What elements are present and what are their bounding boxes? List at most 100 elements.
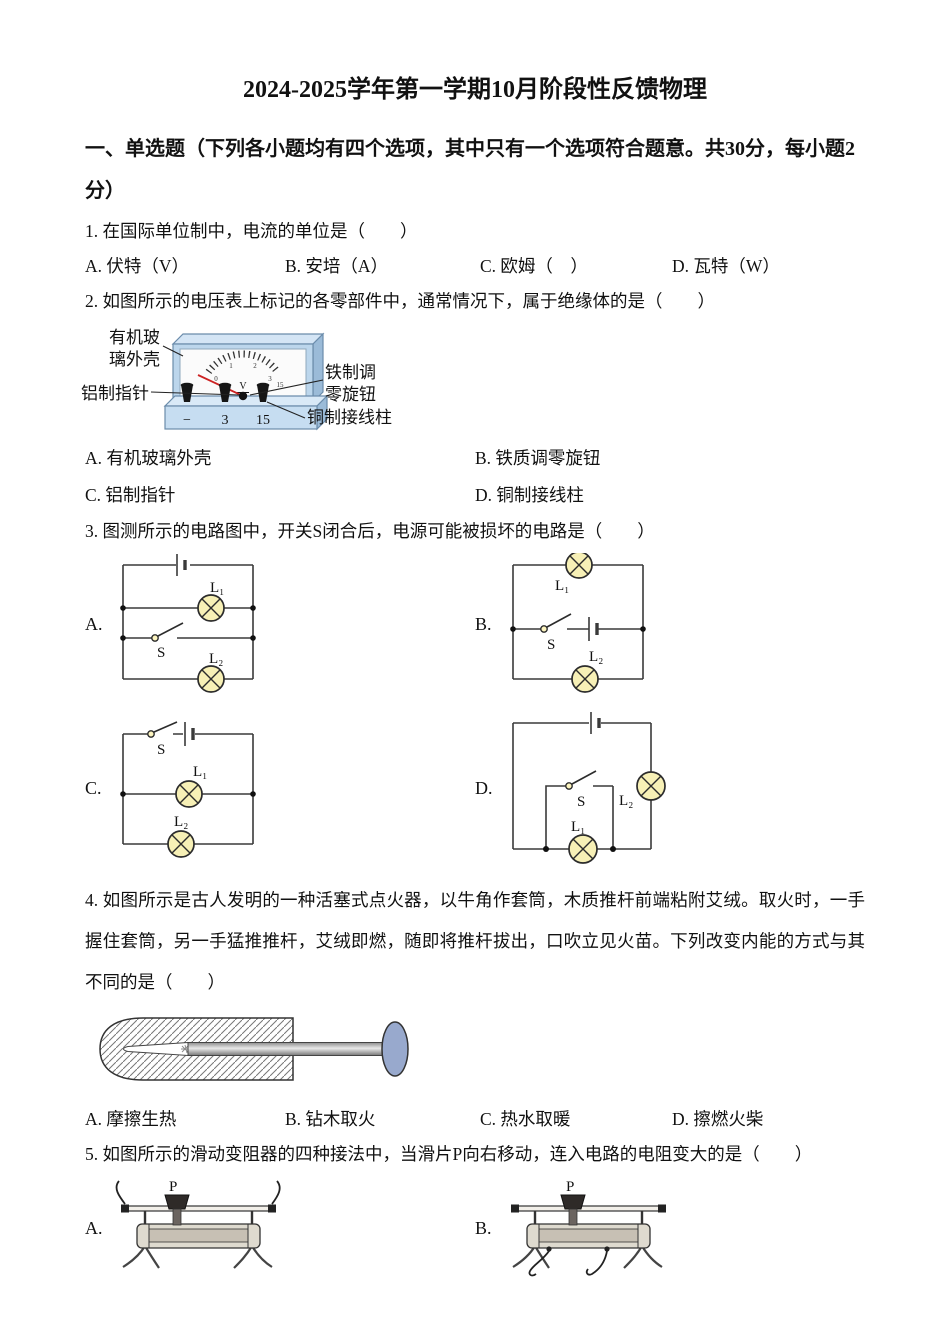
- rheostat-b-drawing: P: [511, 1179, 666, 1277]
- circuit-row-1: A.: [85, 553, 865, 695]
- coil-winding: [538, 1228, 639, 1243]
- page-title: 2024-2025学年第一学期10月阶段性反馈物理: [243, 77, 707, 103]
- option-item: C. 热水取暖: [480, 1109, 571, 1129]
- lamp-label: L₁: [210, 580, 224, 596]
- coil-winding: [148, 1228, 249, 1243]
- circuit-figure-b: B.: [475, 553, 865, 695]
- lamp-icon: [565, 553, 593, 579]
- lamp-label: L₂: [174, 814, 188, 830]
- circuit-b-drawing: L₁ S L₂: [510, 553, 646, 693]
- option-item: D. 铜制接线柱: [475, 485, 584, 505]
- option-item: C. 铝制指针: [85, 485, 176, 505]
- rail-terminal: [121, 1204, 129, 1213]
- dial-number: 1: [229, 362, 233, 370]
- rheostat-figure-a: A. P: [85, 1178, 475, 1278]
- terminal-label: −: [183, 413, 191, 428]
- rail-terminal: [658, 1204, 666, 1213]
- junction-dot: [543, 846, 616, 852]
- voltmeter-figure: 0 1 2 3 15 V: [79, 322, 419, 436]
- question-3-text: 3. 图测所示的电路图中，开关S闭合后，电源可能被损坏的电路是（ ）: [85, 521, 655, 541]
- knob-label: 铁制调 零旋钮: [325, 363, 376, 404]
- wire: [512, 722, 652, 850]
- slider-label: P: [566, 1179, 574, 1195]
- lamp-label: L₂: [589, 649, 603, 665]
- terminal-callout-label: 铜制接线柱: [307, 408, 392, 427]
- option-item: B. 铁质调零旋钮: [475, 448, 601, 468]
- junction-dot: [120, 605, 256, 641]
- dial-number: 2: [253, 362, 257, 370]
- switch-label: S: [547, 637, 555, 653]
- rheostat-figure-b: B. P: [475, 1178, 865, 1278]
- piston-knob: [381, 1021, 409, 1077]
- switch-icon: [540, 613, 572, 633]
- option-item: D. 擦燃火柴: [672, 1109, 764, 1129]
- switch-label: S: [577, 794, 585, 810]
- voltmeter-drawing: 0 1 2 3 15 V: [150, 332, 329, 431]
- tinder-spark-icon: [181, 1044, 189, 1054]
- connecting-wire: [528, 1250, 608, 1277]
- lamp-icon: [636, 771, 666, 801]
- lamp-icon: [197, 594, 225, 622]
- slider-stem: [568, 1208, 578, 1226]
- lamp-icon: [197, 665, 225, 693]
- circuit-a-drawing: L₁ S L₂: [120, 554, 256, 693]
- question-2-options: A. 有机玻璃外壳 B. 铁质调零旋钮 C. 铝制指针 D. 铜制接线柱: [85, 440, 865, 514]
- figure-label: A.: [85, 613, 103, 634]
- piston-cavity: [123, 1041, 189, 1057]
- wire: [122, 732, 254, 845]
- terminal-posts: [180, 382, 270, 402]
- figure-label: D.: [475, 778, 493, 798]
- question-1-options: A. 伏特（V） B. 安培（A） C. 欧姆（ ） D. 瓦特（W）: [85, 249, 865, 284]
- callout-lines: [150, 345, 324, 419]
- question-5-text: 5. 如图所示的滑动变阻器的四种接法中，当滑片P向右移动，连入电路的电阻变大的是…: [85, 1144, 813, 1164]
- meter-base: [163, 394, 329, 431]
- figure-label: B.: [475, 613, 492, 634]
- junction-dot: [120, 790, 256, 797]
- lamp-label: L₁: [193, 764, 207, 780]
- dial-number: 0: [214, 375, 218, 383]
- rheostat-legs: [122, 1245, 273, 1269]
- support-posts: [143, 1211, 254, 1224]
- battery-icon: [184, 721, 195, 746]
- terminal-label: 3: [222, 413, 229, 428]
- wire: [122, 564, 254, 680]
- dial-unit-label: V: [239, 381, 247, 392]
- figure-label: C.: [85, 778, 102, 798]
- option-item: C. 欧姆（ ）: [480, 256, 588, 276]
- rheostat-a-drawing: P: [115, 1179, 281, 1269]
- lamp-icon: [175, 779, 203, 808]
- bottom-terminal: [546, 1246, 552, 1252]
- connecting-wire: [115, 1180, 281, 1205]
- dial-number: 3: [268, 375, 272, 383]
- battery-icon: [588, 617, 599, 641]
- circuit-row-2: C.: [85, 711, 865, 866]
- support-posts: [533, 1211, 644, 1224]
- figure-label: A.: [85, 1217, 103, 1238]
- circuit-figure-a: A.: [85, 553, 475, 695]
- circuit-c-drawing: S L₁ L₂: [120, 720, 256, 858]
- switch-icon: [147, 720, 178, 738]
- question-4-text: 4. 如图所示是古人发明的一种活塞式点火器，以牛角作套筒，木质推杆前端粘附艾绒。…: [85, 890, 865, 992]
- slide-rail: [516, 1205, 661, 1212]
- fire-piston-figure: [88, 1013, 865, 1090]
- question-1-text: 1. 在国际单位制中，电流的单位是（ ）: [85, 221, 418, 241]
- section-heading: 一、单选题（下列各小题均有四个选项，其中只有一个选项符合题意。共30分，每小题2…: [85, 138, 855, 202]
- question-4-options: A. 摩擦生热 B. 钻木取火 C. 热水取暖 D. 擦燃火柴: [85, 1102, 865, 1137]
- switch-label: S: [157, 645, 165, 661]
- coil-band: [148, 1224, 249, 1248]
- q5-figure-row: A. P B.: [85, 1178, 865, 1278]
- fire-piston-drawing: [99, 1017, 409, 1081]
- slider-knob: [164, 1194, 190, 1210]
- option-item: A. 摩擦生热: [85, 1109, 177, 1129]
- circuit-figure-c: C.: [85, 718, 475, 860]
- lamp-icon: [568, 834, 598, 864]
- junction-dot: [510, 626, 646, 632]
- battery-icon: [176, 554, 187, 576]
- terminal-label: 15: [256, 413, 270, 428]
- option-item: B. 钻木取火: [285, 1109, 376, 1129]
- figure-label: B.: [475, 1217, 492, 1238]
- option-item: A. 有机玻璃外壳: [85, 448, 212, 468]
- option-item: D. 瓦特（W）: [672, 256, 780, 276]
- question-2-text: 2. 如图所示的电压表上标记的各零部件中，通常情况下，属于绝缘体的是（ ）: [85, 291, 715, 311]
